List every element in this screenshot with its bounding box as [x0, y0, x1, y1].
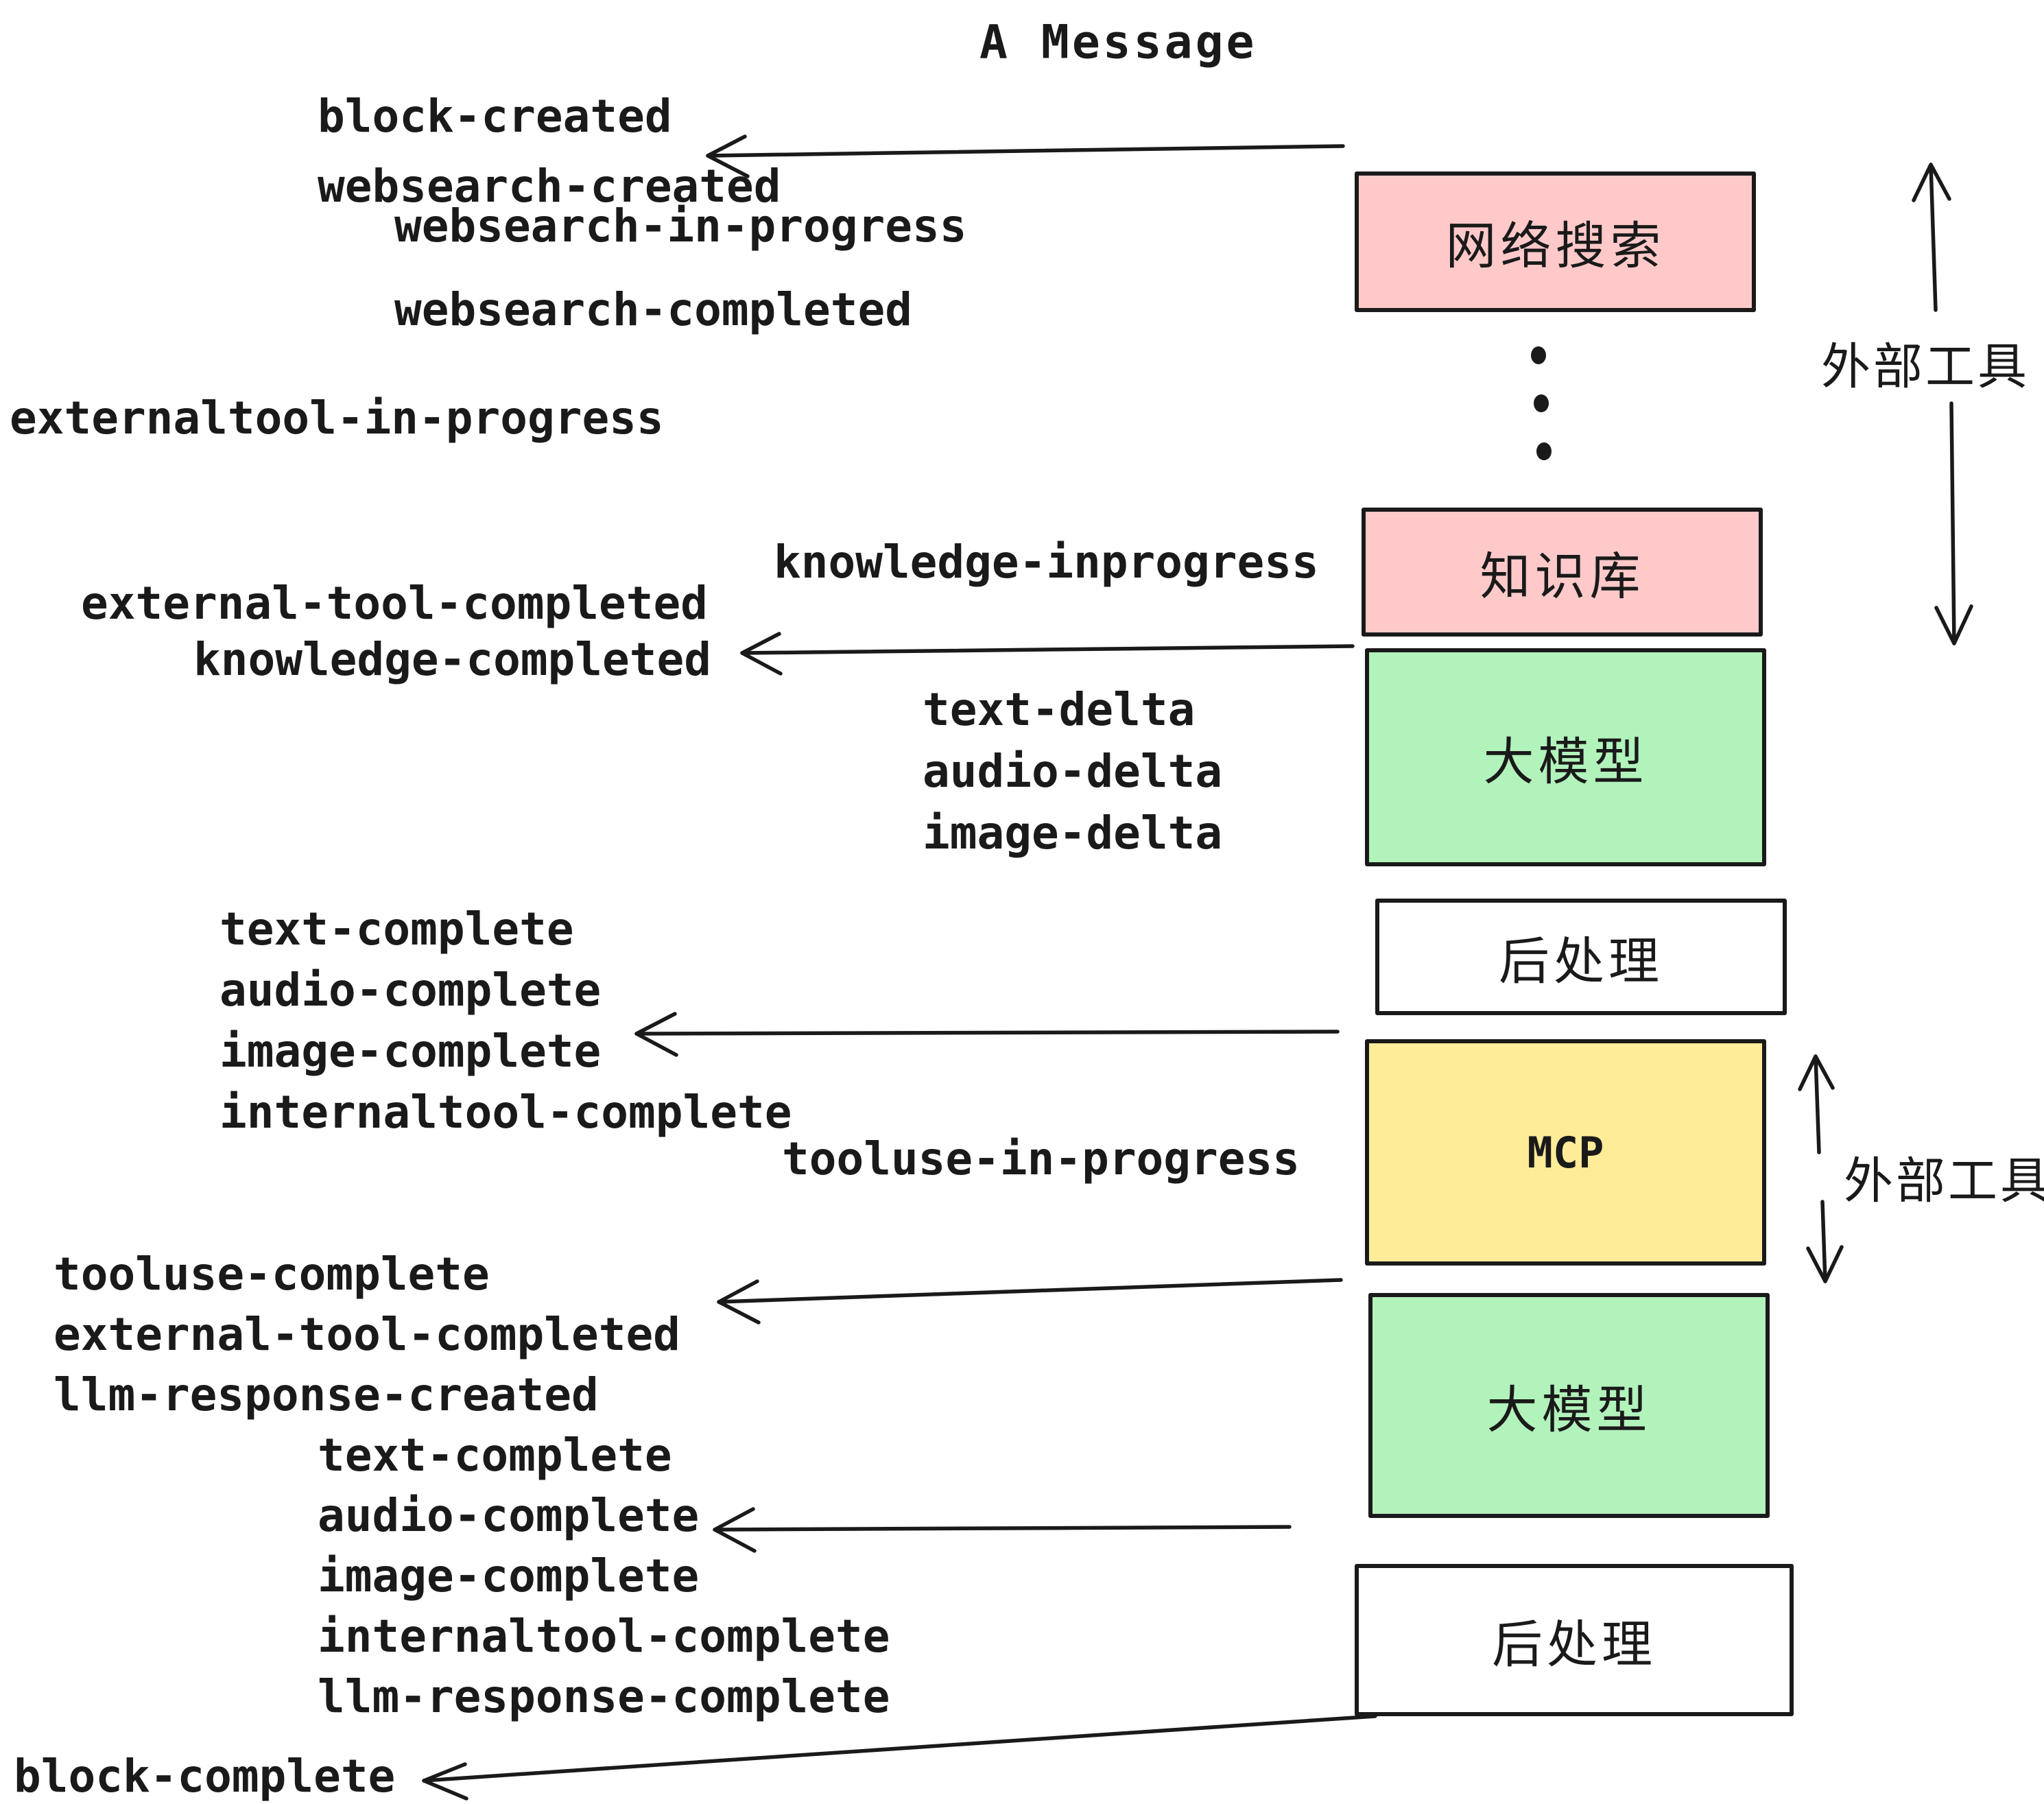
event-image-complete-1: image-complete	[219, 1025, 602, 1078]
ellipsis-dot	[1536, 442, 1552, 460]
event-block-created: block-created	[318, 90, 672, 143]
event-llm-response-complete: llm-response-complete	[318, 1670, 890, 1723]
event-llm-response-created: llm-response-created	[54, 1368, 599, 1421]
box-llm-1: 大模型	[1365, 648, 1766, 866]
ellipsis-dot	[1534, 394, 1549, 412]
event-external-tool-completed-2: external-tool-completed	[54, 1308, 680, 1361]
event-knowledge-completed: knowledge-completed	[193, 633, 711, 686]
box-mcp: MCP	[1365, 1039, 1766, 1266]
event-text-complete-2: text-complete	[318, 1429, 672, 1482]
event-audio-complete-2: audio-complete	[318, 1489, 700, 1542]
event-websearch-completed: websearch-completed	[394, 283, 912, 336]
box-websearch: 网络搜索	[1355, 171, 1756, 312]
arrow-external-tools-down-1	[1934, 401, 1973, 645]
annotation-external-tools-2: 外部工具	[1844, 1152, 2044, 1210]
box-knowledge: 知识库	[1362, 508, 1763, 637]
event-block-complete: block-complete	[14, 1750, 396, 1803]
event-external-tool-completed: external-tool-completed	[81, 577, 708, 630]
event-text-delta-1: text-delta	[923, 683, 1196, 736]
event-image-complete-2: image-complete	[318, 1550, 700, 1602]
box-postprocess-2: 后处理	[1355, 1564, 1794, 1716]
box-llm-2: 大模型	[1368, 1293, 1770, 1518]
event-image-delta-1: image-delta	[923, 807, 1223, 859]
arrow-internal-complete	[634, 1012, 1340, 1057]
arrow-knowledge-completed	[740, 632, 1355, 676]
event-internaltool-complete-2: internaltool-complete	[318, 1610, 890, 1663]
annotation-external-tools-1: 外部工具	[1821, 337, 2030, 396]
event-knowledge-inprogress: knowledge-inprogress	[774, 536, 1319, 589]
event-audio-delta-1: audio-delta	[923, 745, 1223, 798]
arrow-external-tools-up-2	[1798, 1054, 1835, 1154]
arrow-external-tools-up-1	[1912, 163, 1951, 312]
event-audio-complete-1: audio-complete	[219, 964, 602, 1017]
box-knowledge-label: 知识库	[1479, 547, 1645, 606]
diagram-title: A Message	[979, 15, 1257, 70]
arrow-tooluse-complete	[717, 1278, 1343, 1325]
event-internaltool-complete-1: internaltool-complete	[219, 1086, 792, 1139]
event-text-complete-1: text-complete	[219, 903, 574, 956]
box-postprocess-1-label: 后处理	[1499, 931, 1663, 991]
event-externaltool-in-progress: externaltool-in-progress	[10, 392, 664, 444]
arrow-llm2-complete	[713, 1507, 1292, 1553]
box-mcp-label: MCP	[1527, 1127, 1604, 1178]
arrow-websearch-created	[706, 134, 1345, 178]
event-websearch-in-progress: websearch-in-progress	[394, 200, 967, 252]
box-websearch-label: 网络搜索	[1445, 217, 1665, 276]
event-websearch-created: websearch-created	[318, 160, 781, 213]
box-llm-2-label: 大模型	[1486, 1380, 1652, 1440]
arrow-block-complete	[422, 1714, 1377, 1801]
box-postprocess-2-label: 后处理	[1492, 1615, 1656, 1674]
arrow-external-tools-down-2	[1806, 1200, 1844, 1283]
box-postprocess-1: 后处理	[1375, 899, 1787, 1015]
event-tooluse-in-progress: tooluse-in-progress	[782, 1132, 1300, 1185]
ellipsis-dot	[1531, 346, 1546, 364]
event-tooluse-complete: tooluse-complete	[54, 1248, 490, 1301]
box-llm-1-label: 大模型	[1483, 732, 1648, 792]
